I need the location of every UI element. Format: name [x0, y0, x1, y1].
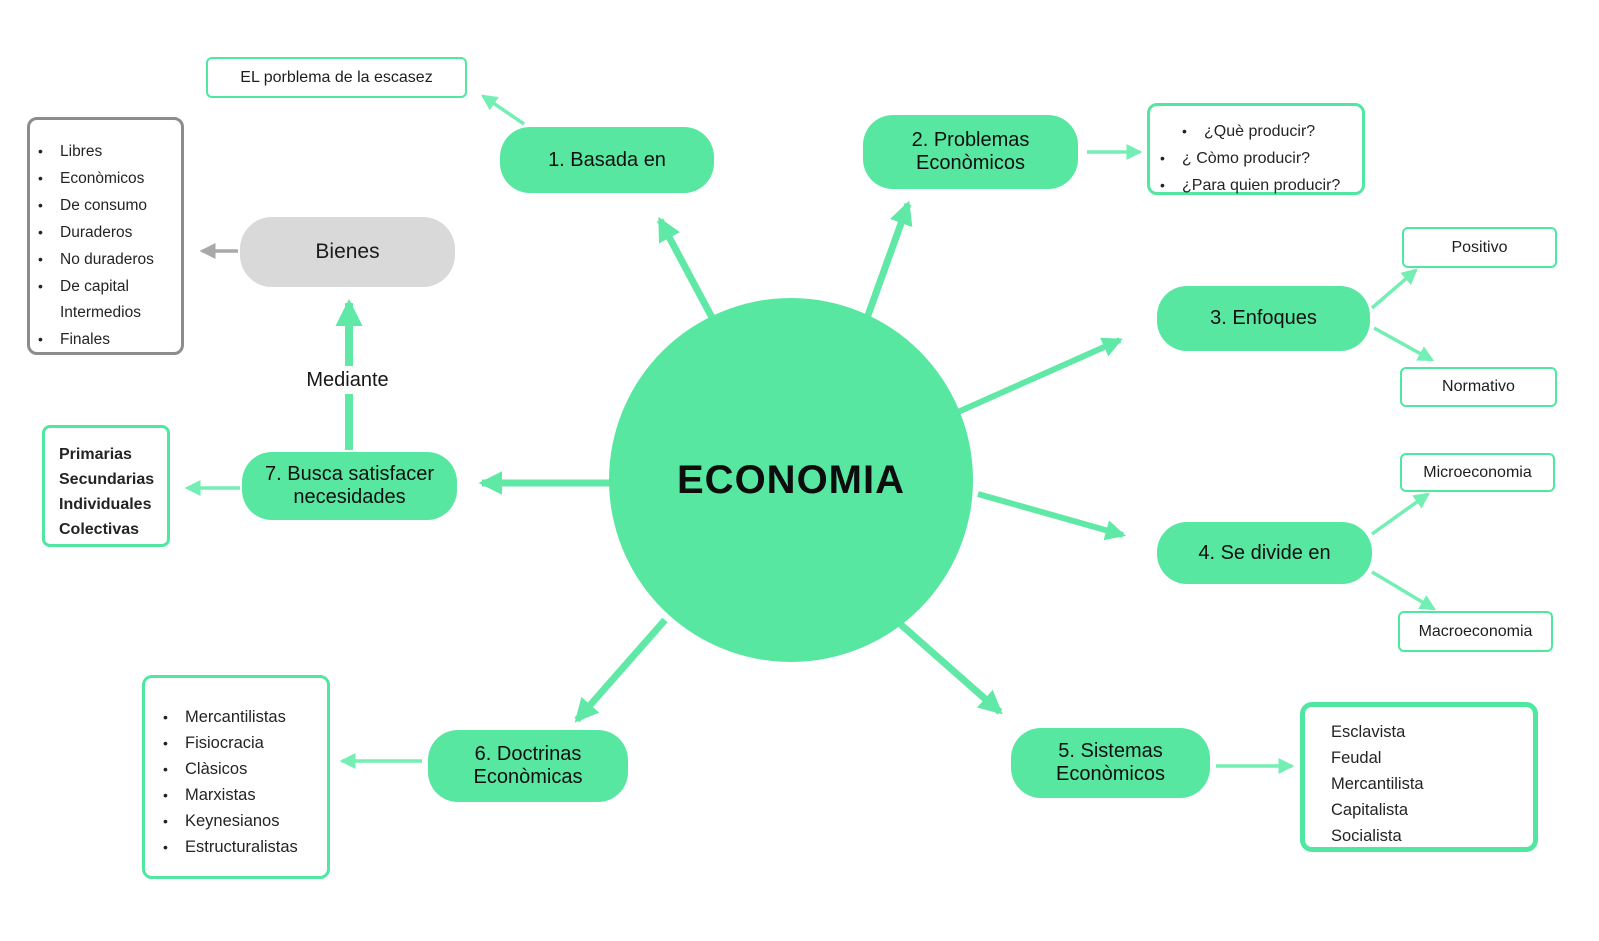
list-preguntas-producir-items: ¿Què producir? ¿ Còmo producir? ¿Para qu…	[1160, 118, 1356, 199]
leaf-macroeconomia: Macroeconomia	[1398, 611, 1553, 652]
list-item: Keynesianos	[163, 808, 321, 834]
leaf-problema-escasez: EL porblema de la escasez	[206, 57, 467, 98]
leaf-microeconomia-label: Microeconomia	[1423, 463, 1532, 481]
list-item: ¿Què producir?	[1160, 118, 1356, 145]
arrow-center-to-doctrinas	[574, 617, 668, 723]
node-se-divide-en: 4. Se divide en	[1157, 522, 1372, 584]
node-sistemas-economicos-label: 5. Sistemas Econòmicos	[1056, 740, 1165, 785]
leaf-normativo-label: Normativo	[1442, 378, 1515, 395]
leaf-macroeconomia-label: Macroeconomia	[1418, 622, 1533, 640]
list-item: Mercantilista	[1331, 775, 1424, 793]
list-item: Duraderos	[38, 219, 175, 246]
arrow-enfoques-to-positivo	[1370, 268, 1418, 310]
list-tipos-necesidades: Primarias Secundarias Individuales Colec…	[42, 425, 170, 547]
list-preguntas-producir: ¿Què producir? ¿ Còmo producir? ¿Para qu…	[1147, 103, 1365, 195]
leaf-normativo: Normativo	[1400, 367, 1557, 407]
node-bienes: Bienes	[240, 217, 455, 287]
list-doctrinas-economicas: Mercantilistas Fisiocracia Clàsicos Marx…	[142, 675, 330, 879]
list-item: Estructuralistas	[163, 834, 321, 860]
node-problemas-economicos: 2. Problemas Econòmicos	[863, 115, 1078, 189]
list-item: Finales	[38, 326, 175, 353]
arrow-center-to-basada	[656, 216, 720, 327]
list-item: Capitalista	[1331, 801, 1409, 819]
list-item: Libres	[38, 138, 175, 165]
list-item: ¿Para quien producir?	[1160, 172, 1356, 199]
leaf-microeconomia: Microeconomia	[1400, 453, 1555, 492]
list-tipos-necesidades-items: Primarias Secundarias Individuales Colec…	[59, 442, 161, 542]
list-item: De capital	[38, 273, 175, 300]
node-basada-en: 1. Basada en	[500, 127, 714, 193]
list-tipos-bienes-items: Libres Econòmicos De consumo Duraderos N…	[38, 138, 175, 353]
node-doctrinas-economicas-label: 6. Doctrinas Econòmicas	[473, 743, 583, 788]
leaf-positivo: Positivo	[1402, 227, 1557, 268]
list-item: Marxistas	[163, 782, 321, 808]
list-item: Intermedios	[60, 304, 141, 321]
arrow-divide-to-micro	[1370, 492, 1430, 536]
node-problemas-economicos-label: 2. Problemas Econòmicos	[911, 129, 1030, 174]
list-item: Esclavista	[1331, 723, 1406, 741]
node-busca-satisfacer-necesidades-label: 7. Busca satisfacer necesidades	[265, 463, 434, 508]
list-item: Socialista	[1331, 827, 1402, 845]
leaf-problema-escasez-label: EL porblema de la escasez	[240, 68, 433, 86]
arrow-divide-to-macro	[1371, 570, 1437, 611]
node-sistemas-economicos: 5. Sistemas Econòmicos	[1011, 728, 1210, 798]
list-item: No duraderos	[38, 246, 175, 273]
central-topic-label: ECONOMIA	[677, 457, 905, 502]
list-item: Individuales	[59, 496, 152, 513]
node-doctrinas-economicas: 6. Doctrinas Econòmicas	[428, 730, 628, 802]
list-item: Colectivas	[59, 521, 140, 538]
list-tipos-bienes: Libres Econòmicos De consumo Duraderos N…	[27, 117, 184, 355]
list-item: Fisiocracia	[163, 730, 321, 756]
arrow-center-to-divide	[977, 491, 1126, 541]
arrow-center-to-sistemas	[887, 612, 1003, 715]
leaf-positivo-label: Positivo	[1451, 238, 1508, 256]
arrow-center-to-problemas	[858, 200, 913, 334]
node-se-divide-en-label: 4. Se divide en	[1198, 541, 1331, 564]
label-mediante: Mediante	[300, 366, 395, 394]
node-enfoques: 3. Enfoques	[1157, 286, 1370, 351]
label-mediante-text: Mediante	[306, 368, 389, 391]
arrow-basada-to-escasez	[481, 94, 525, 126]
node-busca-satisfacer-necesidades: 7. Busca satisfacer necesidades	[242, 452, 457, 520]
node-basada-en-label: 1. Basada en	[548, 148, 666, 171]
list-item: De consumo	[38, 192, 175, 219]
list-item: Primarias	[59, 446, 132, 463]
list-item: Clàsicos	[163, 756, 321, 782]
list-item: ¿ Còmo producir?	[1160, 145, 1356, 172]
list-sistemas-economicos: Esclavista Feudal Mercantilista Capitali…	[1300, 702, 1538, 852]
list-item: Feudal	[1331, 749, 1382, 767]
list-item: Mercantilistas	[163, 704, 321, 730]
arrow-center-to-enfoques	[938, 337, 1123, 423]
list-item: Econòmicos	[38, 165, 175, 192]
list-item: Secundarias	[59, 471, 155, 488]
list-sistemas-economicos-items: Esclavista Feudal Mercantilista Capitali…	[1331, 719, 1527, 849]
central-topic-economia: ECONOMIA	[609, 298, 973, 662]
node-enfoques-label: 3. Enfoques	[1210, 307, 1317, 329]
list-doctrinas-economicas-items: Mercantilistas Fisiocracia Clàsicos Marx…	[163, 704, 321, 860]
node-bienes-label: Bienes	[315, 240, 380, 263]
arrow-enfoques-to-normativo	[1373, 326, 1435, 362]
